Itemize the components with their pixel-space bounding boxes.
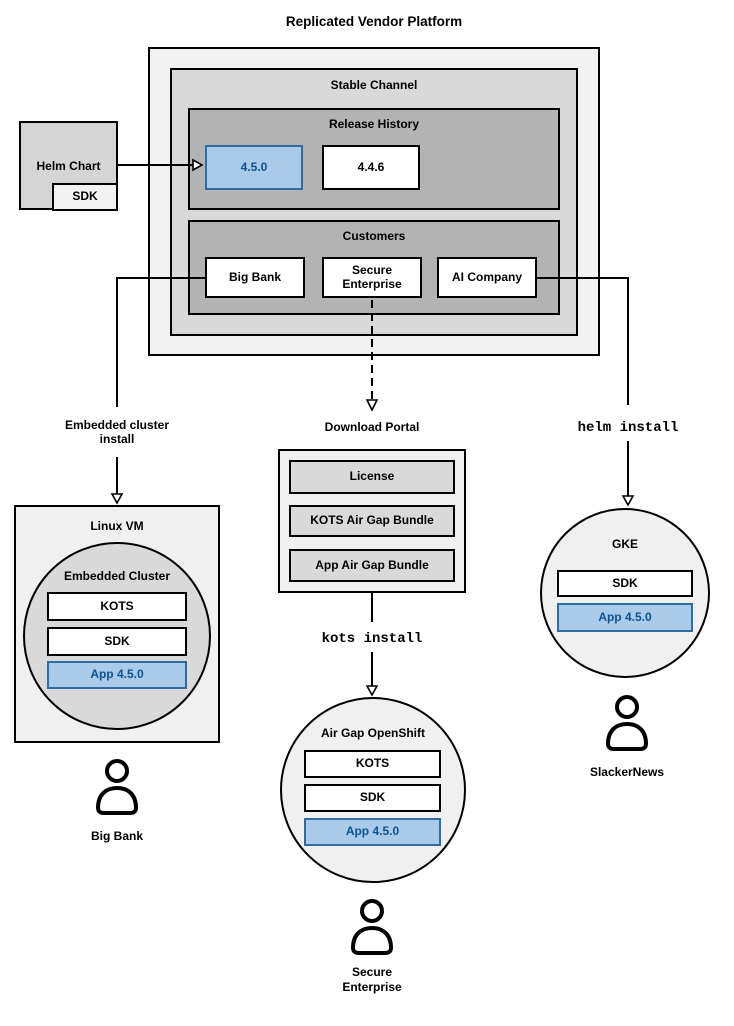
gke-app: App 4.5.0	[557, 603, 693, 632]
person-icon	[344, 898, 400, 956]
customer-ai-company: AI Company	[437, 257, 537, 298]
release-history-label: Release History	[328, 117, 420, 131]
gke-sdk: SDK	[557, 570, 693, 597]
air-gap-openshift-label: Air Gap OpenShift	[320, 726, 425, 740]
helm-chart-sdk-box: SDK	[52, 183, 118, 211]
embedded-cluster-sdk: SDK	[47, 627, 187, 656]
release-version-current: 4.5.0	[205, 145, 303, 190]
embedded-cluster-label: Embedded Cluster	[63, 569, 171, 583]
customers-label: Customers	[342, 229, 406, 243]
openshift-kots: KOTS	[304, 750, 441, 778]
person-icon	[89, 758, 145, 816]
gke-label: GKE	[611, 537, 638, 551]
user-slackernews-label: SlackerNews	[589, 765, 665, 779]
embedded-cluster-kots: KOTS	[47, 592, 187, 621]
person-icon	[599, 694, 655, 752]
customer-big-bank: Big Bank	[205, 257, 305, 298]
customer-secure-enterprise: Secure Enterprise	[322, 257, 422, 298]
portal-kots-bundle-box: KOTS Air Gap Bundle	[289, 505, 455, 537]
openshift-app: App 4.5.0	[304, 818, 441, 846]
user-secure-enterprise-label: Secure Enterprise	[342, 965, 402, 994]
embedded-cluster-app: App 4.5.0	[47, 661, 187, 689]
portal-license-box: License	[289, 460, 455, 494]
portal-app-bundle-box: App Air Gap Bundle	[289, 549, 455, 582]
openshift-sdk: SDK	[304, 784, 441, 812]
download-portal-title: Download Portal	[324, 420, 420, 434]
linux-vm-label: Linux VM	[90, 519, 144, 533]
release-version-previous: 4.4.6	[322, 145, 420, 190]
embedded-cluster-install-label: Embedded cluster install	[64, 418, 170, 446]
helm-chart-label: Helm Chart	[36, 158, 101, 173]
kots-install-label: kots install	[321, 631, 423, 647]
helm-install-label: helm install	[577, 420, 679, 436]
user-big-bank-label: Big Bank	[90, 829, 143, 843]
stable-channel-label: Stable Channel	[330, 78, 418, 92]
diagram-title: Replicated Vendor Platform	[285, 14, 463, 29]
